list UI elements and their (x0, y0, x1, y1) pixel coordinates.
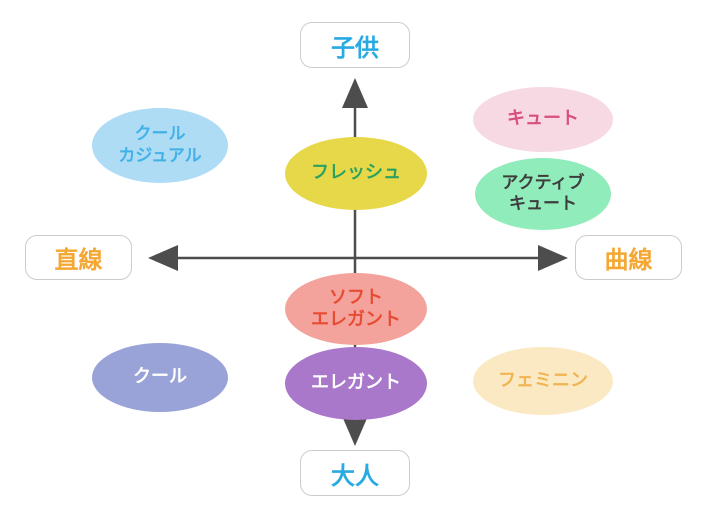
ellipse-cute: キュート (473, 87, 613, 152)
ellipse-fresh: フレッシュ (285, 137, 427, 210)
axis-label-adult: 大人 (300, 450, 410, 496)
ellipse-cool: クール (92, 343, 228, 412)
ellipse-soft-elegant: ソフト エレガント (285, 273, 427, 345)
ellipse-elegant-label: エレガント (311, 372, 401, 394)
ellipse-elegant: エレガント (285, 347, 427, 420)
axis-label-child-text: 子供 (331, 33, 379, 62)
ellipse-cool-label: クール (133, 366, 187, 388)
axis-label-child: 子供 (300, 22, 410, 68)
axis-label-curve-text: 曲線 (604, 246, 653, 274)
ellipse-fresh-label: フレッシュ (311, 162, 401, 184)
ellipse-feminine-label: フェミニン (498, 369, 588, 391)
ellipse-active-cute-label: アクティブ キュート (501, 172, 585, 214)
arrow-down-icon (342, 416, 368, 446)
axis-label-straight-text: 直線 (54, 246, 103, 274)
ellipse-soft-elegant-label: ソフト エレガント (311, 286, 401, 331)
ellipse-cute-label: キュート (507, 108, 579, 130)
arrow-left-icon (148, 245, 178, 271)
axis-label-curve: 曲線 (575, 235, 682, 280)
arrow-right-icon (538, 245, 568, 271)
axis-label-straight: 直線 (25, 235, 132, 280)
arrow-up-icon (342, 78, 368, 108)
ellipse-feminine: フェミニン (473, 347, 613, 415)
ellipse-cool-casual-label: クール カジュアル (118, 124, 202, 166)
ellipse-active-cute: アクティブ キュート (475, 158, 611, 230)
ellipse-cool-casual: クール カジュアル (92, 108, 228, 183)
axis-label-adult-text: 大人 (331, 461, 379, 490)
